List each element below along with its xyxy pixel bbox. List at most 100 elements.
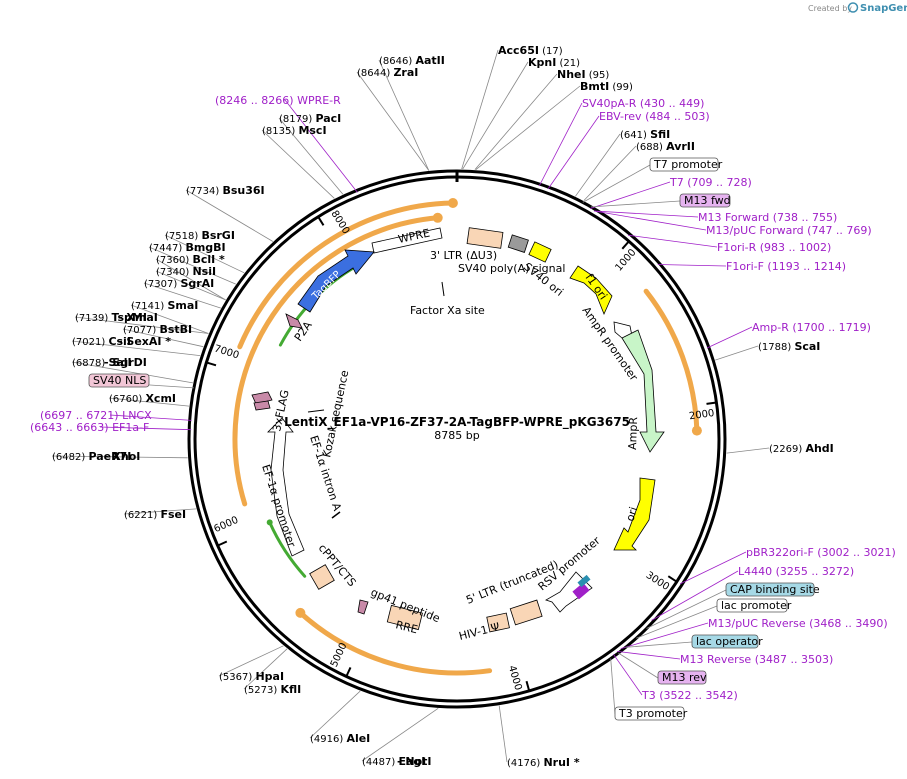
primer-pbr322ori-f-name: pBR322ori-F bbox=[746, 546, 814, 559]
enzyme-sfii-name: SfiI bbox=[650, 128, 670, 141]
enzyme-paci-position: (8179) bbox=[279, 114, 315, 125]
enzyme-avrii-leader bbox=[583, 145, 637, 201]
enzyme-scai-position: (1788) bbox=[758, 342, 794, 353]
primer-ef1a-f-leader bbox=[99, 426, 192, 431]
nls-small-box bbox=[253, 400, 271, 411]
tick-mark-4000 bbox=[525, 680, 531, 692]
box-cap-binding-site-leader bbox=[646, 589, 727, 629]
primer-amp-r-label: Amp-R (1700 .. 1719) bbox=[752, 321, 871, 334]
enzyme-bstbi-name: BstBI bbox=[159, 323, 192, 336]
enzyme-csii-position: (7021) bbox=[72, 337, 108, 348]
primer-pbr322ori-f-leader bbox=[679, 551, 747, 585]
primer-ef1a-f-position: (6643 .. 6663) bbox=[30, 421, 112, 434]
enzyme-bmti-name: BmtI bbox=[580, 80, 609, 93]
enzyme-hpai-label: (5367) HpaI bbox=[219, 670, 284, 683]
primer-m13-reverse-name: M13 Reverse bbox=[680, 653, 751, 666]
enzyme-bsu36i-label: (7734) Bsu36I bbox=[186, 184, 265, 197]
enzyme-nrui-name: NruI * bbox=[543, 756, 579, 769]
tick-mark-1000 bbox=[621, 240, 630, 250]
enzyme-nsii-position: (7340) bbox=[156, 267, 192, 278]
brand-label: SnapGene bbox=[860, 3, 907, 14]
enzyme-xmai-name: - XmaI bbox=[118, 311, 158, 324]
enzyme-sali-label: (6878) SalI bbox=[72, 356, 132, 369]
enzyme-bsrgi-position: (7518) bbox=[165, 231, 201, 242]
enzyme-xhoi-label: - XhoI bbox=[104, 450, 140, 463]
cap-site-mark bbox=[577, 574, 591, 588]
enzyme-bmgbi-name: BmgBI bbox=[185, 241, 225, 254]
enzyme-eagi-leader bbox=[361, 707, 439, 762]
box-t3-promoter-frame bbox=[614, 706, 685, 721]
enzyme-scai-name: ScaI bbox=[794, 340, 820, 353]
enzyme-smai-position: (7141) bbox=[131, 301, 167, 312]
primer-wpre-r-position: (8246 .. 8266) bbox=[215, 94, 297, 107]
gp41-arrow bbox=[357, 599, 369, 615]
enzyme-kpni-label: KpnI (21) bbox=[528, 56, 580, 69]
primer-m13-puc-forward-position: (747 .. 769) bbox=[804, 224, 872, 237]
primer-amp-r-leader bbox=[706, 326, 753, 349]
primer-wpre-r-name: WPRE-R bbox=[297, 94, 341, 107]
primer-f1ori-f-position: (1193 .. 1214) bbox=[764, 260, 846, 273]
primer-f1ori-r-leader bbox=[627, 234, 718, 248]
enzyme-bcli-position: (7360) bbox=[156, 255, 192, 266]
enzyme-sgrai-label: (7307) SgrAI bbox=[144, 277, 214, 290]
enzyme-eagi-position: (4487) bbox=[362, 757, 398, 768]
orf-arc-upper-2 bbox=[232, 215, 441, 507]
enzyme-tspmi-label: (7139) TspMI bbox=[75, 311, 147, 324]
primer-sv40pa-r-leader bbox=[538, 102, 583, 187]
enzyme-alei-label: (4916) AleI bbox=[310, 732, 370, 745]
enzyme-avrii-name: AvrII bbox=[666, 140, 695, 153]
primer-ebv-rev-name: EBV-rev bbox=[599, 110, 642, 123]
enzyme-noti-name: - NotI bbox=[397, 755, 432, 768]
box-m13-fwd-label: M13 fwd bbox=[684, 194, 731, 207]
enzyme-sgrdi-label: - SgrDI bbox=[104, 356, 147, 369]
enzyme-alei-position: (4916) bbox=[310, 734, 346, 745]
enzyme-msci-leader bbox=[261, 129, 335, 199]
enzyme-nsii-name: NsiI bbox=[192, 265, 216, 278]
enzyme-paer7i-leader bbox=[51, 455, 188, 459]
enzyme-csii-label: (7021) CsiI bbox=[72, 335, 131, 348]
box-m13-rev-leader bbox=[618, 652, 659, 679]
box-t3-promoter-label: T3 promoter bbox=[618, 707, 688, 720]
enzyme-bmgbi-label: (7447) BmgBI bbox=[149, 241, 226, 254]
box-cap-binding-site-label: CAP binding site bbox=[730, 583, 820, 596]
box-sv40-nls-frame bbox=[88, 373, 150, 388]
enzyme-bsu36i-position: (7734) bbox=[186, 186, 222, 197]
primer-m13-puc-reverse-name: M13/pUC Reverse bbox=[708, 617, 806, 630]
primer-t7-name: T7 bbox=[669, 176, 684, 189]
enzyme-aatii-label: (8646) AatII bbox=[379, 54, 445, 67]
rre-box bbox=[386, 604, 423, 631]
primer-ebv-rev-position: (484 .. 503) bbox=[642, 110, 710, 123]
p2a-box bbox=[285, 313, 303, 329]
enzyme-paci-name: PacI bbox=[315, 112, 341, 125]
primer-ef1a-f-name: EF1a-F bbox=[112, 421, 149, 434]
tick-label-5000: 5000 bbox=[329, 641, 350, 669]
primer-m13-reverse-leader bbox=[617, 651, 681, 660]
cppt-box bbox=[309, 564, 335, 590]
primer-lncx-name: LNCX bbox=[122, 409, 152, 422]
primer-m13-puc-reverse-leader bbox=[620, 622, 709, 649]
inner-features bbox=[251, 227, 665, 633]
primer-amp-r-name: Amp-R bbox=[752, 321, 789, 334]
box-lac-promoter-frame bbox=[716, 598, 788, 613]
orf-arc-upper-1 bbox=[237, 200, 456, 350]
primer-wpre-r-label: (8246 .. 8266) WPRE-R bbox=[215, 94, 341, 107]
enzyme-hpai-leader bbox=[218, 645, 284, 677]
primer-t7-position: (709 .. 728) bbox=[684, 176, 752, 189]
enzyme-kpni-position: (21) bbox=[556, 58, 580, 69]
enzyme-sexai-label: - SexAI * bbox=[118, 335, 171, 348]
enzyme-aatii-position: (8646) bbox=[379, 56, 415, 67]
tagbfp-arrow bbox=[297, 249, 375, 313]
enzyme-nrui-leader bbox=[498, 705, 508, 763]
enzyme-avrii-position: (688) bbox=[636, 142, 666, 153]
box-m13-fwd-frame bbox=[679, 193, 731, 208]
primer-f1ori-r-label: F1ori-R (983 .. 1002) bbox=[717, 241, 831, 254]
ltr5-box bbox=[509, 599, 543, 626]
primer-wpre-r-leader bbox=[284, 99, 358, 193]
primer-m13-forward-label: M13 Forward (738 .. 755) bbox=[698, 211, 837, 224]
enzyme-ahdi-label: (2269) AhdI bbox=[769, 442, 834, 455]
intron-mark bbox=[331, 511, 341, 519]
enzyme-tspmi-name: TspMI bbox=[111, 311, 147, 324]
enzyme-paer7i-position: (6482) bbox=[52, 452, 88, 463]
enzyme-kfli-label: (5273) KflI bbox=[244, 683, 301, 696]
